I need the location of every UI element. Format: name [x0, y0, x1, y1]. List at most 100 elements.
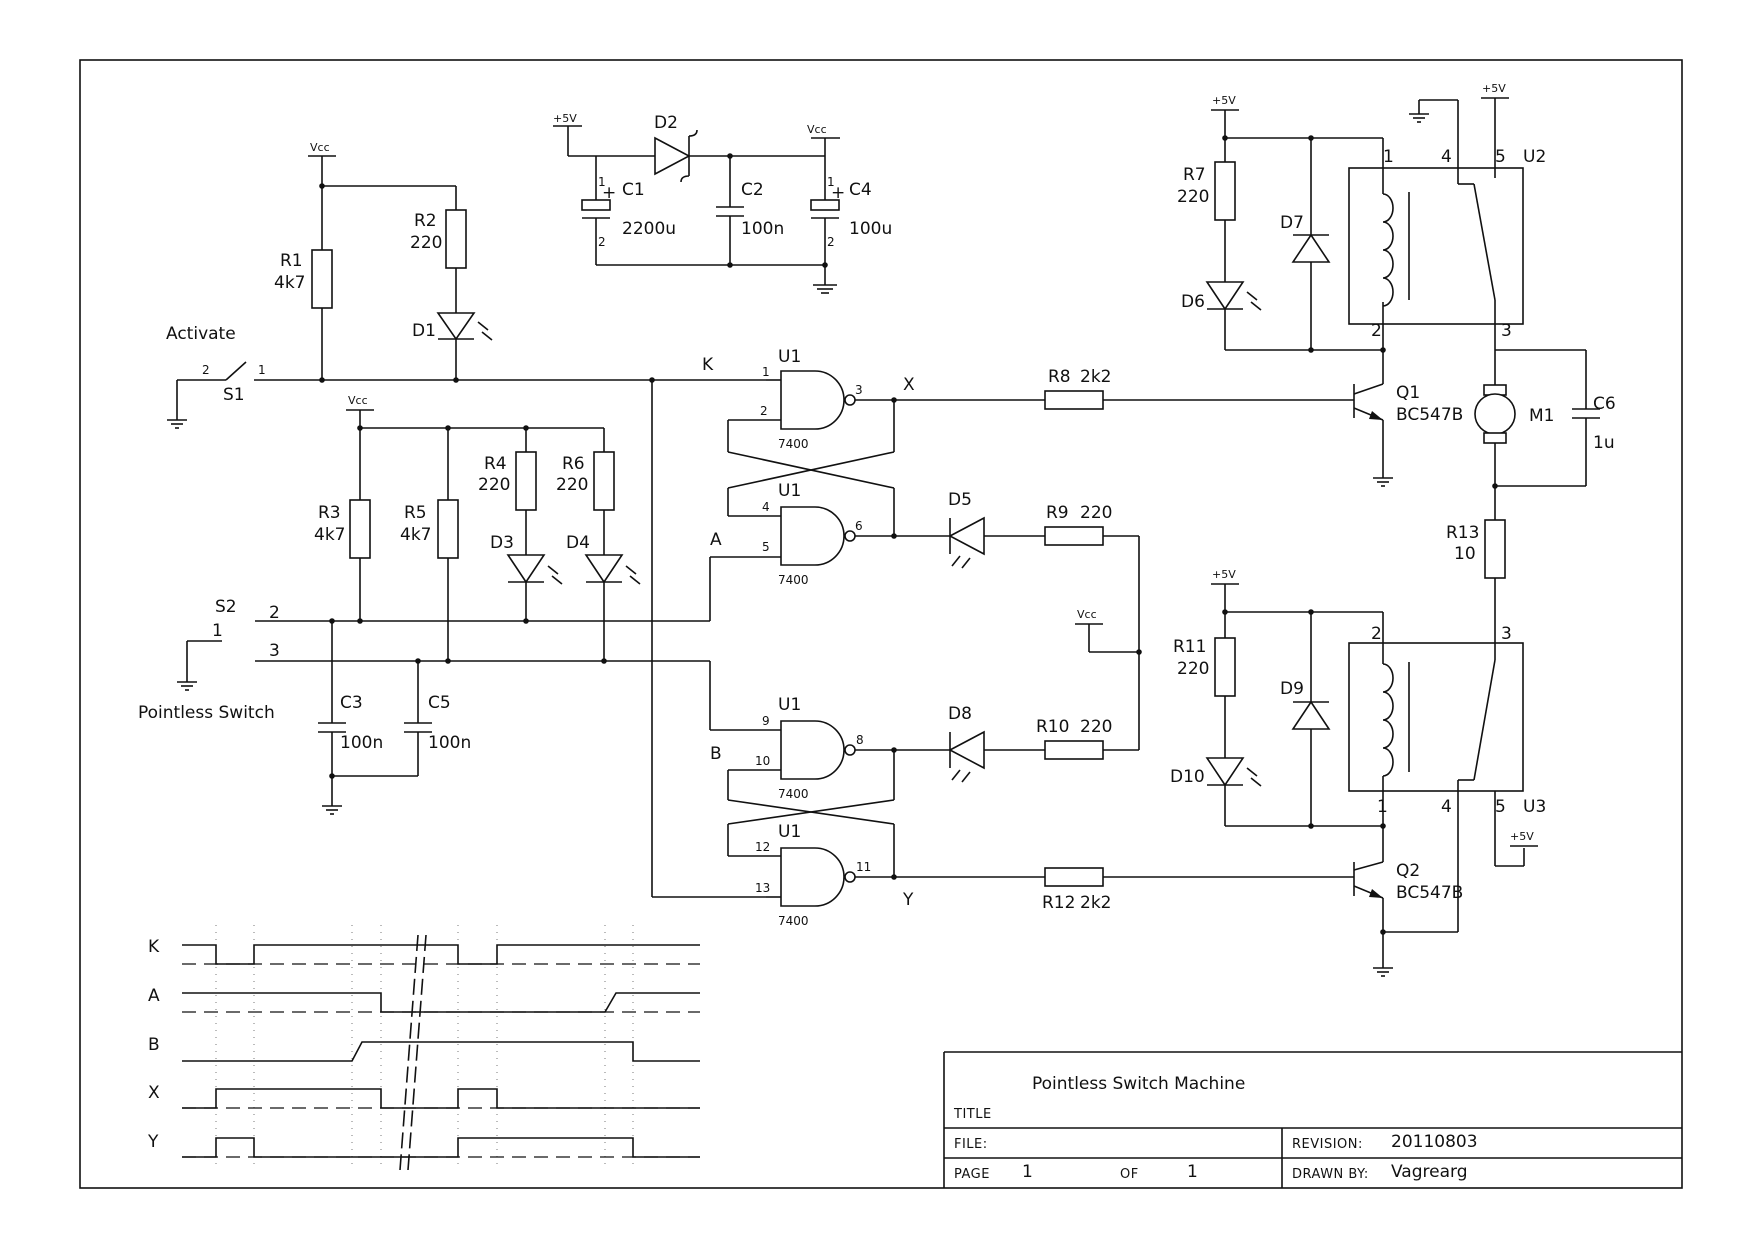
label-q2: Q2 [1396, 861, 1420, 881]
label-r2: R2 [414, 211, 437, 231]
svg-text:5: 5 [762, 540, 770, 554]
supply-plus5v-2: +5V [1482, 82, 1506, 95]
revision-value: 20110803 [1391, 1132, 1478, 1152]
svg-text:2: 2 [202, 363, 210, 377]
supply-vcc-ps: Vcc [807, 123, 827, 136]
page-value: 1 [1022, 1162, 1033, 1182]
svg-text:7400: 7400 [778, 787, 809, 801]
label-m1: M1 [1529, 406, 1554, 426]
svg-text:11: 11 [856, 860, 871, 874]
svg-text:3: 3 [1501, 321, 1512, 341]
label-r9: R9 [1046, 503, 1069, 523]
resistor-r1 [311, 249, 333, 309]
drawn-by-label: DRAWN BY: [1292, 1167, 1369, 1182]
resistor-r4 [515, 451, 537, 511]
motor-section: M1 C6 1u R13 10 [1446, 349, 1616, 620]
svg-text:2: 2 [760, 404, 768, 418]
svg-text:4: 4 [1441, 147, 1452, 167]
label-s2: S2 [215, 597, 237, 617]
waveform-a [182, 992, 700, 1013]
title-value: Pointless Switch Machine [1032, 1074, 1245, 1094]
waveform-k [182, 944, 700, 965]
nand-gate-4 [780, 847, 845, 907]
svg-text:2: 2 [1371, 321, 1382, 341]
label-u2: U2 [1523, 147, 1546, 167]
value-q1: BC547B [1396, 405, 1463, 425]
value-r13: 10 [1454, 544, 1476, 564]
lower-relay-driver: +5V R11 220 D10 D9 2 3 1 4 5 U3 [1170, 568, 1546, 977]
label-c5: C5 [428, 693, 451, 713]
supply-vcc-3: Vcc [1077, 608, 1097, 621]
revision-label: REVISION: [1292, 1137, 1363, 1152]
diode-d9 [1291, 700, 1331, 730]
resistor-r11 [1214, 637, 1236, 697]
svg-text:1: 1 [258, 363, 266, 377]
svg-text:2: 2 [1371, 624, 1382, 644]
title-label: TITLE [953, 1107, 992, 1122]
svg-text:13: 13 [755, 881, 770, 895]
label-activate: Activate [166, 324, 236, 344]
supply-vcc-1: Vcc [310, 141, 330, 154]
svg-text:5: 5 [1495, 147, 1506, 167]
led-d1 [436, 312, 476, 341]
led-d10 [1205, 757, 1245, 787]
relay-u3 [1348, 642, 1524, 792]
timing-label-a: A [148, 986, 160, 1006]
value-c1: 2200u [622, 219, 676, 239]
label-u1-b: U1 [778, 481, 801, 501]
diode-d7 [1291, 233, 1331, 263]
value-r12: 2k2 [1080, 893, 1111, 913]
label-k: K [702, 355, 714, 375]
timing-label-b: B [148, 1035, 160, 1055]
pointless-switch-section: Vcc R3 4k7 R5 4k7 R4 220 R6 220 D3 [138, 394, 781, 815]
label-u1-a: U1 [778, 347, 801, 367]
value-q2: BC547B [1396, 883, 1463, 903]
svg-text:7400: 7400 [778, 573, 809, 587]
label-r4: R4 [484, 454, 507, 474]
label-r8: R8 [1048, 367, 1071, 387]
label-d2: D2 [654, 113, 678, 133]
svg-text:2: 2 [269, 603, 280, 623]
file-label: FILE: [954, 1137, 988, 1152]
svg-text:3: 3 [1501, 624, 1512, 644]
label-r6: R6 [562, 454, 585, 474]
svg-text:1: 1 [1383, 147, 1394, 167]
resistor-r8 [1044, 390, 1104, 410]
value-r1: 4k7 [274, 273, 305, 293]
sheet-border [79, 59, 1683, 1189]
label-x: X [903, 375, 915, 395]
label-pointless-switch: Pointless Switch [138, 703, 275, 723]
supply-plus5v-1: +5V [1212, 94, 1236, 107]
of-label: OF [1120, 1167, 1139, 1182]
svg-text:4: 4 [762, 500, 770, 514]
label-r3: R3 [318, 503, 341, 523]
label-y: Y [902, 890, 914, 910]
resistor-r6 [593, 451, 615, 511]
value-r10: 220 [1080, 717, 1112, 737]
label-u1-d: U1 [778, 822, 801, 842]
label-d1: D1 [412, 321, 436, 341]
svg-text:3: 3 [269, 641, 280, 661]
resistor-r7 [1214, 161, 1236, 221]
value-r2: 220 [410, 233, 442, 253]
timing-label-y: Y [147, 1132, 159, 1152]
svg-text:9: 9 [762, 714, 770, 728]
waveform-y [182, 1137, 700, 1158]
led-d5 [948, 516, 985, 556]
title-block: Pointless Switch Machine TITLE FILE: PAG… [943, 1051, 1682, 1188]
value-r7: 220 [1177, 187, 1209, 207]
svg-text:7400: 7400 [778, 914, 809, 928]
supply-vcc-2: Vcc [348, 394, 368, 407]
relay-u2 [1348, 167, 1524, 325]
switch-s1 [225, 361, 247, 381]
label-c6: C6 [1593, 394, 1616, 414]
label-d4: D4 [566, 533, 590, 553]
label-b: B [710, 744, 722, 764]
svg-text:+: + [602, 183, 616, 203]
label-r13: R13 [1446, 523, 1479, 543]
svg-text:1: 1 [762, 365, 770, 379]
label-r12: R12 [1042, 893, 1075, 913]
resistor-r12 [1044, 867, 1104, 887]
